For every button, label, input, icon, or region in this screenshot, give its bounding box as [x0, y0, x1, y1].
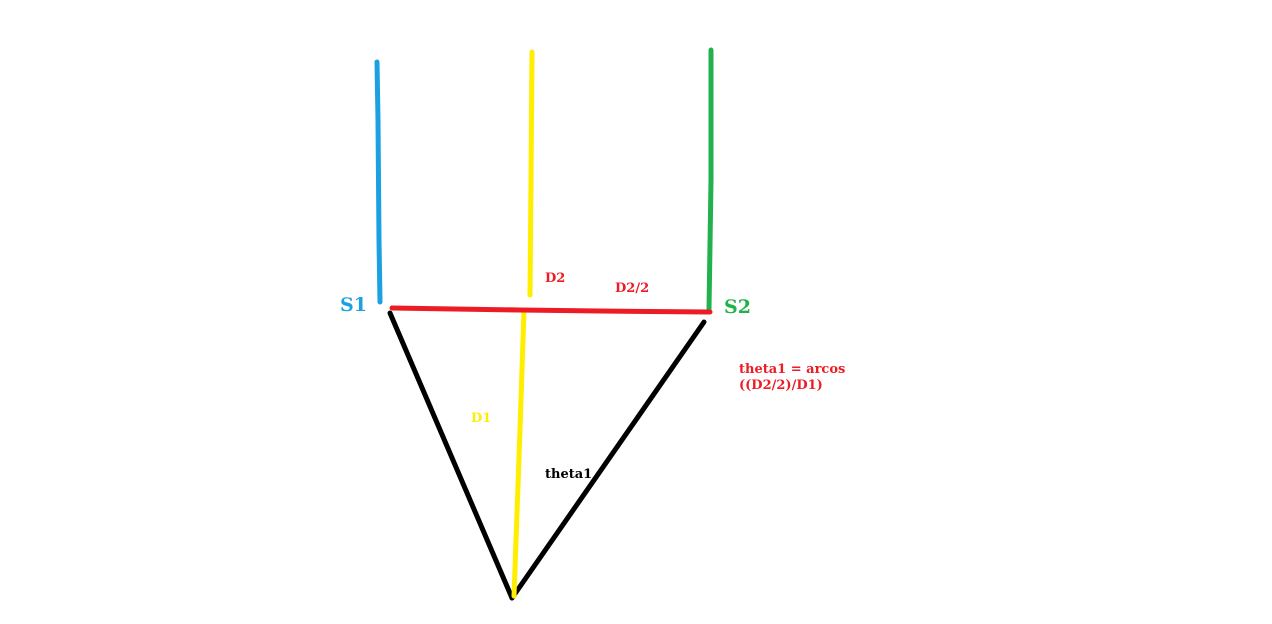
s2-label: S2	[724, 296, 751, 318]
d2-label: D2	[545, 271, 566, 286]
formula-text: theta1 = arcos ((D2/2)/D1)	[739, 362, 845, 394]
d1-line	[511, 307, 527, 599]
s2-vertical-line	[706, 47, 714, 312]
formula-line-1: theta1 = arcos	[739, 362, 846, 377]
d2-half-label: D2/2	[615, 281, 650, 296]
s1-vertical-line	[374, 59, 383, 305]
center-vertical-line	[527, 49, 535, 298]
baseline-d2	[389, 305, 713, 315]
s1-label: S1	[340, 294, 367, 316]
formula-line-2: ((D2/2)/D1)	[739, 378, 823, 393]
d1-label: D1	[471, 411, 492, 426]
theta1-label: theta1	[545, 467, 593, 482]
left-triangle-side	[387, 310, 515, 601]
right-triangle-side	[509, 319, 707, 601]
